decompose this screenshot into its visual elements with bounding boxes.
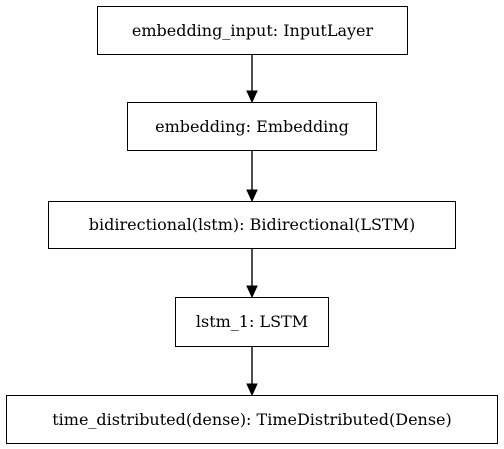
node-embedding: embedding: Embedding (127, 102, 377, 151)
node-label: bidirectional(lstm): Bidirectional(LSTM) (88, 215, 416, 234)
node-lstm-1: lstm_1: LSTM (175, 297, 329, 347)
node-label: lstm_1: LSTM (195, 312, 309, 331)
edge-embedding-to-bidirectional (246, 151, 258, 203)
edge-bidirectional-to-lstm-1 (246, 249, 258, 299)
arrow-head-icon (246, 383, 258, 397)
edge-embedding-input-to-embedding (246, 55, 258, 104)
arrow-head-icon (246, 285, 258, 299)
node-label: embedding: Embedding (155, 116, 349, 136)
arrow-head-icon (246, 189, 258, 203)
node-embedding-input: embedding_input: InputLayer (97, 6, 408, 55)
arrow-head-icon (246, 90, 258, 104)
node-label: embedding_input: InputLayer (131, 20, 374, 40)
node-time-distributed: time_distributed(dense): TimeDistributed… (6, 395, 498, 444)
node-bidirectional: bidirectional(lstm): Bidirectional(LSTM) (48, 201, 456, 249)
edge-lstm-1-to-time-distributed (246, 347, 258, 397)
node-label: time_distributed(dense): TimeDistributed… (52, 409, 452, 429)
